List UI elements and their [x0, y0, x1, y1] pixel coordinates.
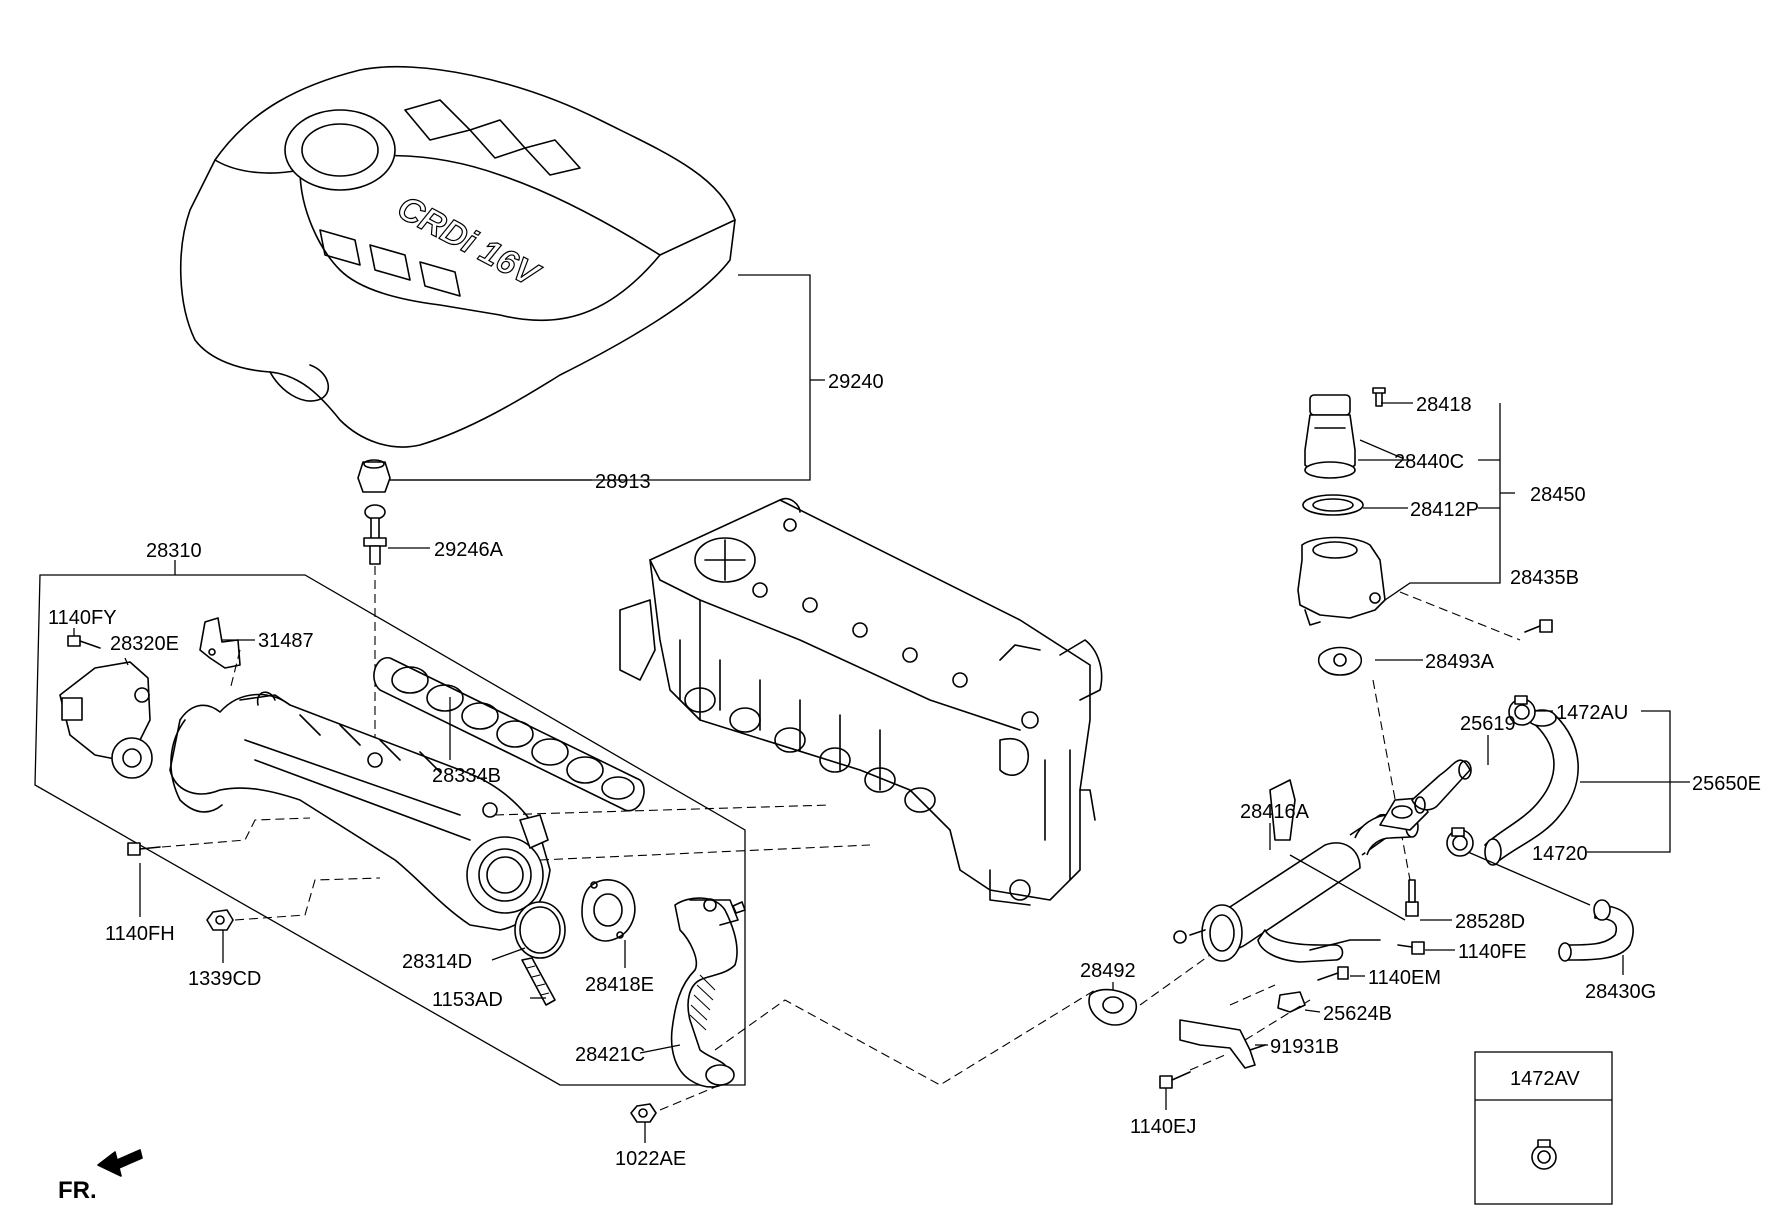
label-28421C[interactable]: 28421C [575, 1044, 645, 1066]
label-28412P[interactable]: 28412P [1410, 499, 1479, 521]
gasket-28412P[interactable] [1302, 494, 1364, 516]
bolt-1140FE[interactable] [1397, 941, 1425, 955]
label-1140EJ[interactable]: 1140EJ [1130, 1116, 1196, 1138]
cylinder-head [619, 497, 1103, 906]
hose-25619[interactable] [1411, 759, 1472, 814]
label-1022AE[interactable]: 1022AE [615, 1148, 686, 1170]
label-28913[interactable]: 28913 [595, 471, 651, 493]
nut-1022AE[interactable] [630, 1103, 657, 1123]
bolt-28528D[interactable] [1405, 879, 1419, 917]
reference-box-1472AV [1474, 1051, 1613, 1205]
label-29246A[interactable]: 29246A [434, 539, 504, 561]
label-28440C[interactable]: 28440C [1394, 451, 1464, 473]
bracket-31487[interactable] [199, 617, 241, 669]
label-28430G[interactable]: 28430G [1585, 981, 1656, 1003]
bolt-1140EM[interactable] [1317, 966, 1349, 981]
label-25650E[interactable]: 25650E [1692, 773, 1761, 795]
label-28418[interactable]: 28418 [1416, 394, 1472, 416]
intake-manifold-28310[interactable] [169, 691, 551, 931]
label-31487[interactable]: 31487 [258, 630, 314, 652]
label-14720[interactable]: 14720 [1532, 843, 1588, 865]
pin-28418[interactable] [1372, 387, 1386, 407]
o-ring-28314D[interactable] [514, 901, 566, 959]
nut-1339CD[interactable] [206, 909, 234, 931]
front-label: FR. [58, 1177, 97, 1204]
label-1472AU[interactable]: 1472AU [1556, 702, 1628, 724]
assembly-frame-28310 [34, 574, 746, 1086]
label-28450[interactable]: 28450 [1530, 484, 1586, 506]
label-29240[interactable]: 29240 [828, 371, 884, 393]
hose-clamp-1472AU[interactable] [1508, 695, 1536, 726]
label-28416A[interactable]: 28416A [1240, 801, 1310, 823]
label-91931B[interactable]: 91931B [1270, 1036, 1339, 1058]
engine-cover-29240[interactable]: CRDi 16V [179, 65, 736, 448]
bolt-28435B[interactable] [1524, 619, 1553, 633]
egr-pipe-28421C[interactable] [670, 897, 746, 1088]
label-1140FY[interactable]: 1140FY [48, 607, 117, 629]
label-1140EM[interactable]: 1140EM [1368, 967, 1441, 989]
label-28314D[interactable]: 28314D [402, 951, 472, 973]
gasket-28493A[interactable] [1318, 646, 1362, 676]
label-28528D[interactable]: 28528D [1455, 911, 1525, 933]
label-28493A[interactable]: 28493A [1425, 651, 1495, 673]
label-28492[interactable]: 28492 [1080, 960, 1136, 982]
egr-valve-28440C[interactable] [1304, 394, 1356, 479]
label-1472AV[interactable]: 1472AV [1510, 1068, 1580, 1090]
label-28435B[interactable]: 28435B [1510, 567, 1579, 589]
label-28320E[interactable]: 28320E [110, 633, 179, 655]
grommet-28913[interactable] [357, 459, 391, 493]
label-1140FE[interactable]: 1140FE [1458, 941, 1527, 963]
gasket-28418E[interactable] [581, 879, 636, 942]
label-1339CD[interactable]: 1339CD [188, 968, 261, 990]
label-1153AD[interactable]: 1153AD [432, 989, 503, 1011]
hose-28430G[interactable] [1558, 899, 1634, 962]
bolt-1140FY[interactable] [67, 635, 101, 649]
stud-1153AD[interactable] [521, 957, 556, 1006]
front-direction-indicator: FR. [58, 1149, 143, 1204]
label-25619[interactable]: 25619 [1460, 713, 1516, 735]
label-25624B[interactable]: 25624B [1323, 1003, 1392, 1025]
clip-25624B[interactable] [1277, 991, 1306, 1013]
label-28418E[interactable]: 28418E [585, 974, 654, 996]
bracket-91931B[interactable] [1179, 1019, 1266, 1069]
label-28310[interactable]: 28310 [146, 540, 202, 562]
gasket-28334B[interactable] [373, 657, 645, 812]
throttle-body-28320E[interactable] [59, 661, 153, 779]
gasket-28492[interactable] [1088, 988, 1137, 1026]
bolt-1140EJ[interactable] [1159, 1071, 1191, 1089]
egr-adapter[interactable] [1297, 536, 1386, 626]
bolt-1140FH[interactable] [127, 842, 161, 856]
hose-clamp-14720[interactable] [1446, 827, 1474, 857]
label-1140FH[interactable]: 1140FH [105, 923, 175, 945]
stud-29246A[interactable] [363, 504, 387, 565]
label-28334B[interactable]: 28334B [432, 765, 501, 787]
